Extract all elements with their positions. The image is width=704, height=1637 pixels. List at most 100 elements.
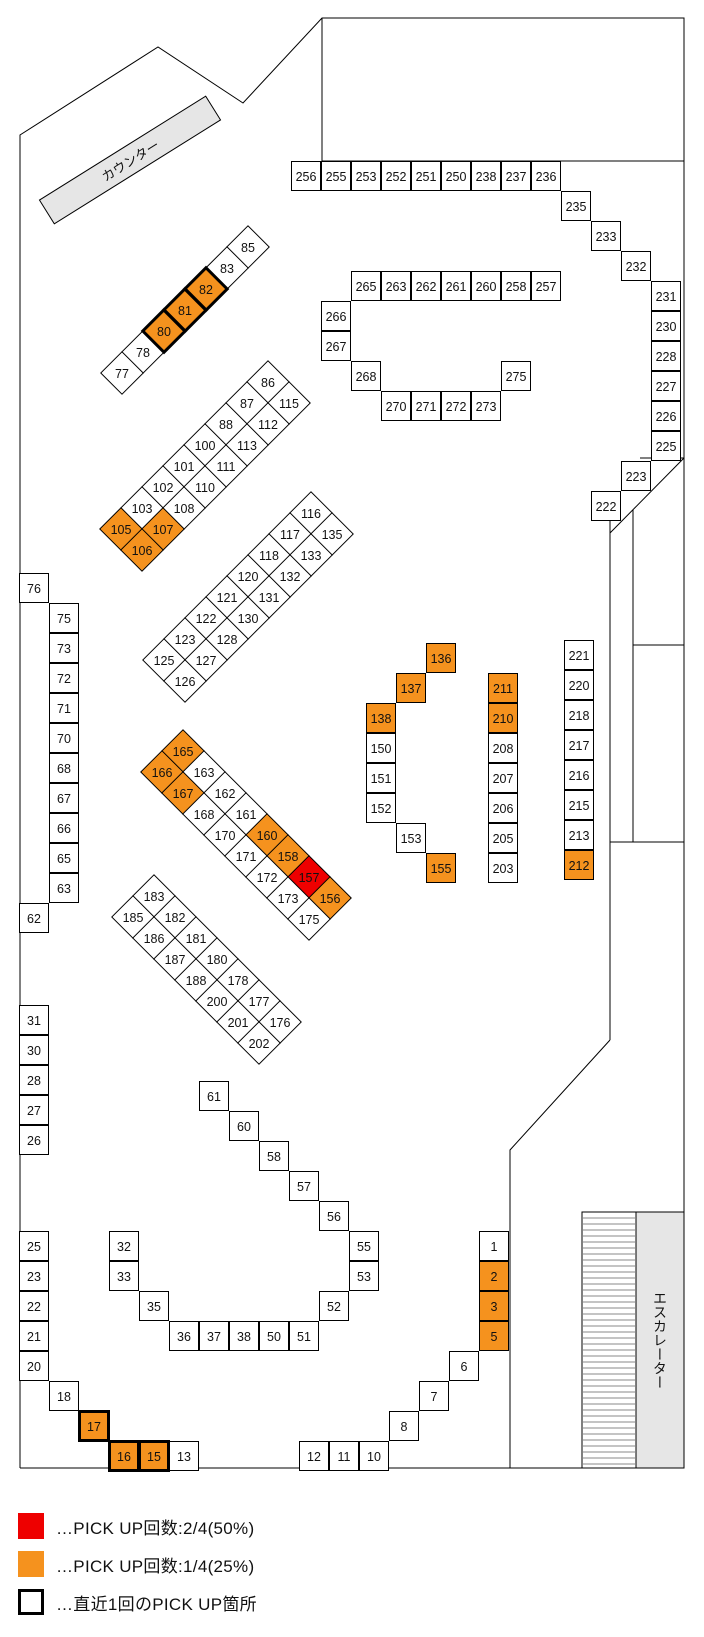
stall-20: 20 bbox=[19, 1351, 49, 1381]
stall-box bbox=[366, 703, 396, 733]
stall-box bbox=[564, 820, 594, 850]
stall-7: 7 bbox=[419, 1381, 449, 1411]
legend-swatch-outline bbox=[18, 1589, 44, 1615]
stall-number: 108 bbox=[174, 502, 195, 516]
stall-box bbox=[564, 640, 594, 670]
stall-box bbox=[19, 1035, 49, 1065]
stall-box bbox=[381, 391, 411, 421]
stall-box bbox=[488, 793, 518, 823]
stall-number: 137 bbox=[401, 682, 422, 696]
stall-box bbox=[329, 1441, 359, 1471]
stall-number: 5 bbox=[491, 1330, 498, 1344]
stall-60: 60 bbox=[229, 1111, 259, 1141]
stall-box bbox=[479, 1231, 509, 1261]
stall-number: 53 bbox=[357, 1270, 371, 1284]
stall-box bbox=[411, 391, 441, 421]
stall-number: 158 bbox=[278, 850, 299, 864]
stall-box bbox=[199, 1081, 229, 1111]
stall-number: 255 bbox=[326, 170, 347, 184]
stall-number: 131 bbox=[259, 591, 280, 605]
stall-box bbox=[19, 1321, 49, 1351]
stall-box bbox=[426, 643, 456, 673]
stall-236: 236 bbox=[531, 161, 561, 191]
stall-number: 211 bbox=[493, 682, 513, 696]
stall-262: 262 bbox=[411, 271, 441, 301]
stall-155: 155 bbox=[426, 853, 456, 883]
stall-box bbox=[479, 1261, 509, 1291]
stall-number: 31 bbox=[27, 1014, 41, 1028]
stall-17: 17 bbox=[79, 1411, 109, 1441]
stall-232: 232 bbox=[621, 251, 651, 281]
stall-box bbox=[381, 271, 411, 301]
stall-box bbox=[49, 723, 79, 753]
stall-number: 80 bbox=[157, 325, 171, 339]
stall-number: 13 bbox=[177, 1450, 191, 1464]
stall-number: 222 bbox=[596, 500, 617, 514]
stall-box bbox=[561, 191, 591, 221]
legend-orange: …PICK UP回数:1/4(25%) bbox=[18, 1549, 254, 1579]
stall-208: 208 bbox=[488, 733, 518, 763]
stall-number: 271 bbox=[416, 400, 437, 414]
stall-box bbox=[49, 663, 79, 693]
stall-227: 227 bbox=[651, 371, 681, 401]
stall-number: 101 bbox=[174, 460, 195, 474]
stall-box bbox=[488, 733, 518, 763]
stall-number: 61 bbox=[207, 1090, 221, 1104]
stall-number: 237 bbox=[506, 170, 527, 184]
stall-box bbox=[651, 431, 681, 461]
stall-number: 112 bbox=[258, 418, 278, 432]
stall-box bbox=[49, 843, 79, 873]
stall-number: 258 bbox=[506, 280, 527, 294]
stall-number: 227 bbox=[656, 380, 677, 394]
counter: カウンター bbox=[38, 95, 222, 225]
stall-number: 182 bbox=[165, 911, 186, 925]
stall-number: 107 bbox=[153, 523, 174, 537]
stall-box bbox=[479, 1291, 509, 1321]
stall-258: 258 bbox=[501, 271, 531, 301]
stall-box bbox=[396, 823, 426, 853]
stall-number: 165 bbox=[173, 745, 194, 759]
stall-number: 161 bbox=[236, 808, 257, 822]
stall-253: 253 bbox=[351, 161, 381, 191]
stall-15: 15 bbox=[139, 1441, 169, 1471]
stall-box bbox=[501, 361, 531, 391]
stall-box bbox=[381, 161, 411, 191]
stall-number: 30 bbox=[27, 1044, 41, 1058]
recent-pickup-outline bbox=[138, 1440, 170, 1472]
stall-number: 133 bbox=[301, 549, 322, 563]
stall-number: 162 bbox=[215, 787, 236, 801]
stall-number: 171 bbox=[236, 850, 257, 864]
stall-273: 273 bbox=[471, 391, 501, 421]
stall-138: 138 bbox=[366, 703, 396, 733]
stall-box bbox=[349, 1261, 379, 1291]
stall-box bbox=[287, 897, 331, 941]
stall-box bbox=[564, 850, 594, 880]
stall-213: 213 bbox=[564, 820, 594, 850]
stall-number: 28 bbox=[27, 1074, 41, 1088]
stall-box bbox=[651, 341, 681, 371]
stall-number: 23 bbox=[27, 1270, 41, 1284]
recent-pickup-outline bbox=[78, 1410, 110, 1442]
stall-box bbox=[351, 271, 381, 301]
stall-box bbox=[319, 1291, 349, 1321]
stall-box bbox=[19, 1231, 49, 1261]
stall-box bbox=[229, 1111, 259, 1141]
stall-number: 17 bbox=[87, 1420, 101, 1434]
stall-number: 62 bbox=[27, 912, 41, 926]
legend-text-outline: …直近1回のPICK UP箇所 bbox=[56, 1594, 257, 1614]
stall-1: 1 bbox=[479, 1231, 509, 1261]
stall-number: 215 bbox=[569, 799, 590, 813]
stall-251: 251 bbox=[411, 161, 441, 191]
stall-number: 65 bbox=[57, 852, 71, 866]
stall-box bbox=[366, 793, 396, 823]
recent-pickup-outline bbox=[140, 307, 188, 355]
stall-number: 87 bbox=[240, 397, 254, 411]
stall-number: 233 bbox=[596, 230, 617, 244]
stall-number: 103 bbox=[132, 502, 153, 516]
stall-52: 52 bbox=[319, 1291, 349, 1321]
stall-number: 128 bbox=[217, 633, 238, 647]
stall-number: 55 bbox=[357, 1240, 371, 1254]
stall-box bbox=[351, 161, 381, 191]
stall-203: 203 bbox=[488, 853, 518, 883]
